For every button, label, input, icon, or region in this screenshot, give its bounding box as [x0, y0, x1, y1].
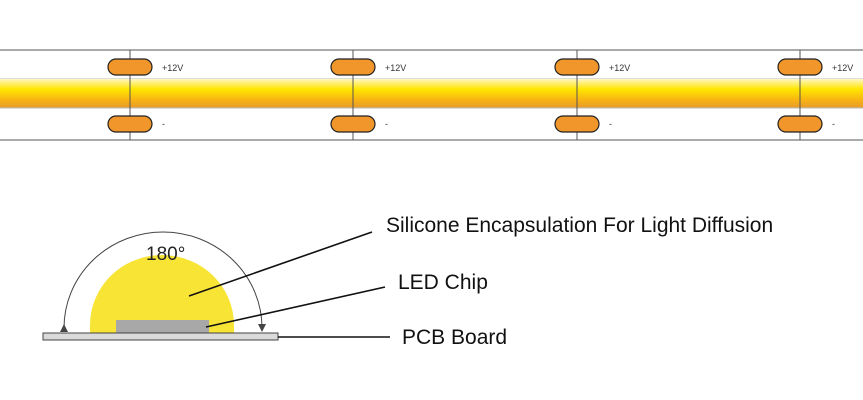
pad-positive [554, 58, 600, 76]
cob-light-band [0, 79, 863, 108]
pad-positive-label: +12V [832, 63, 853, 73]
pad-negative-label: - [609, 119, 612, 129]
pad-positive-label: +12V [385, 63, 406, 73]
pcb-board [42, 332, 279, 341]
led-strip-top-view: +12V - +12V - +12V - +12V - [0, 49, 863, 141]
pad-negative [554, 115, 600, 133]
pad-positive [107, 58, 153, 76]
pad-negative-label: - [385, 119, 388, 129]
pad-positive-label: +12V [162, 63, 183, 73]
pad-negative-label: - [832, 119, 835, 129]
chip-callout-label: LED Chip [398, 271, 488, 294]
encapsulation-callout-label: Silicone Encapsulation For Light Diffusi… [386, 214, 773, 237]
encapsulation-leader-line [188, 231, 373, 297]
pad-negative [107, 115, 153, 133]
pad-negative [330, 115, 376, 133]
led-chip [116, 320, 209, 333]
silicone-dome [90, 255, 234, 333]
pad-negative [777, 115, 823, 133]
pad-negative-label: - [162, 119, 165, 129]
beam-angle-label: 180° [146, 244, 185, 265]
beam-angle-arc [59, 231, 266, 333]
pad-positive [777, 58, 823, 76]
pad-positive [330, 58, 376, 76]
board-callout-label: PCB Board [402, 326, 507, 349]
pad-positive-label: +12V [609, 63, 630, 73]
led-cross-section: 180° [42, 231, 279, 341]
strip-segments: +12V - +12V - +12V - +12V - [107, 50, 853, 140]
callouts: Silicone Encapsulation For Light Diffusi… [188, 214, 773, 349]
chip-leader-line [205, 286, 386, 328]
